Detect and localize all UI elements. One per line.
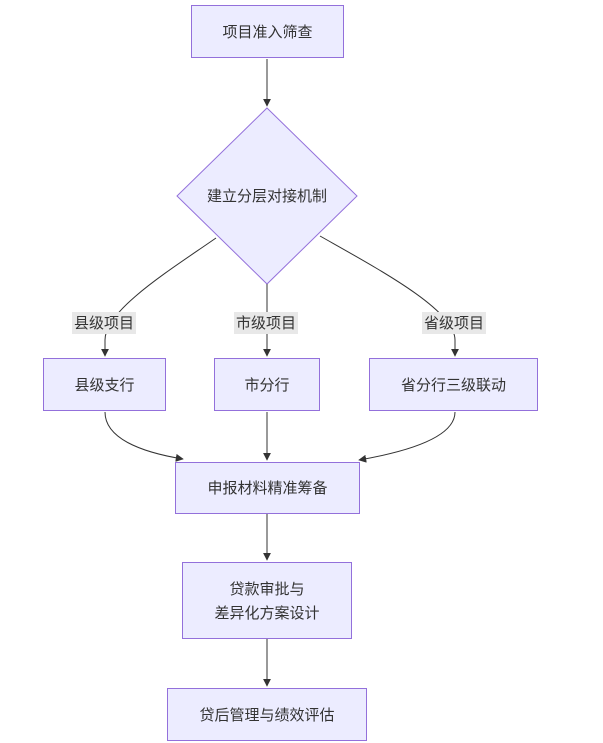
edge-province-to-materials bbox=[358, 411, 456, 463]
edge-label-city: 市级项目 bbox=[234, 312, 299, 334]
edge-label-county: 县级项目 bbox=[72, 312, 137, 334]
edge-county-to-materials bbox=[104, 411, 184, 462]
decision-label: 建立分层对接机制 bbox=[206, 187, 327, 205]
node-materials-preparation: 申报材料精准筹备 bbox=[175, 462, 360, 514]
node-approval-design: 贷款审批与 差异化方案设计 bbox=[182, 562, 352, 639]
node-province-branch: 省分行三级联动 bbox=[369, 358, 538, 411]
edge-decision-to-county bbox=[101, 237, 217, 357]
node-post-loan-management: 贷后管理与绩效评估 bbox=[167, 688, 367, 741]
node-city-branch: 市分行 bbox=[214, 358, 320, 411]
edge-label-province: 省级项目 bbox=[422, 312, 487, 334]
node-county-branch: 县级支行 bbox=[43, 358, 166, 411]
edge-decision-to-province bbox=[319, 235, 459, 357]
node-project-screening: 项目准入筛查 bbox=[191, 5, 344, 58]
